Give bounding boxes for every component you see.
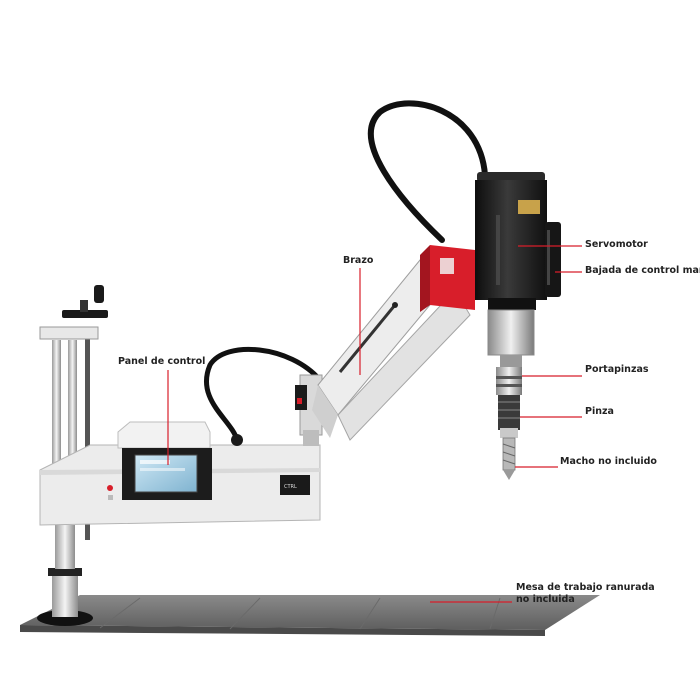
vertical-column: [39, 285, 108, 540]
label-mesa-trabajo: Mesa de trabajo ranurada no incluida: [516, 582, 655, 606]
column-base: [37, 525, 93, 626]
label-pinza: Pinza: [585, 406, 614, 417]
collet: [498, 395, 520, 438]
label-macho-no-incluido: Macho no incluido: [560, 456, 657, 467]
svg-text:CTRL: CTRL: [284, 484, 297, 490]
label-brazo: Brazo: [343, 255, 374, 266]
servomotor: [475, 172, 547, 310]
label-panel-de-control: Panel de control: [118, 356, 206, 367]
label-mesa-line1: Mesa de trabajo ranurada: [516, 582, 655, 593]
spindle: [487, 309, 535, 367]
control-panel: [117, 421, 212, 500]
leader-lines: [167, 245, 582, 603]
manual-control-handle: [545, 222, 561, 297]
tap-bit: [502, 437, 516, 480]
work-table: [20, 595, 600, 636]
label-mesa-line2: no incluida: [516, 594, 575, 605]
tool-holder: [496, 367, 522, 395]
cable-connector: [231, 434, 243, 446]
label-bajada-control-manual: Bajada de control manual: [585, 265, 700, 276]
arm-base: [295, 374, 323, 446]
arm-joint: [420, 245, 475, 312]
power-cables: [203, 100, 488, 443]
label-servomotor: Servomotor: [585, 239, 648, 250]
label-portapinzas: Portapinzas: [585, 364, 649, 375]
